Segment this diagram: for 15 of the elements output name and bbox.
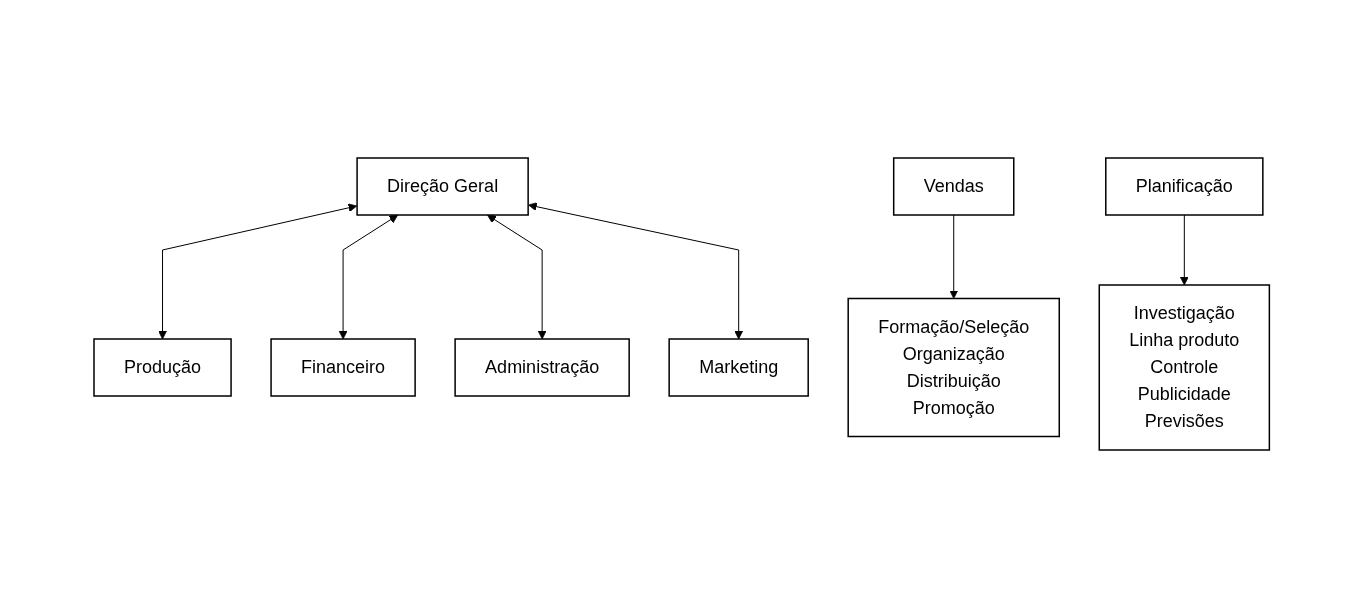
node-box: Planificação xyxy=(1105,157,1264,216)
arrow xyxy=(339,214,399,340)
node-box: Direção Geral xyxy=(356,157,530,216)
node-box: Vendas xyxy=(893,157,1015,216)
node-box: Administração xyxy=(454,338,631,397)
arrow xyxy=(528,202,744,340)
arrow xyxy=(487,214,547,340)
arrow xyxy=(158,203,358,340)
node-box: Formação/Seleção Organização Distribuição Promoção xyxy=(847,297,1061,438)
node-box: Investigação Linha produto Controle Publicidade Previsões xyxy=(1098,284,1271,451)
node-box: Marketing xyxy=(668,338,810,397)
node-box: Produção xyxy=(93,338,233,397)
node-box: Financeiro xyxy=(270,338,417,397)
arrow xyxy=(1180,214,1190,286)
arrow xyxy=(949,214,959,299)
